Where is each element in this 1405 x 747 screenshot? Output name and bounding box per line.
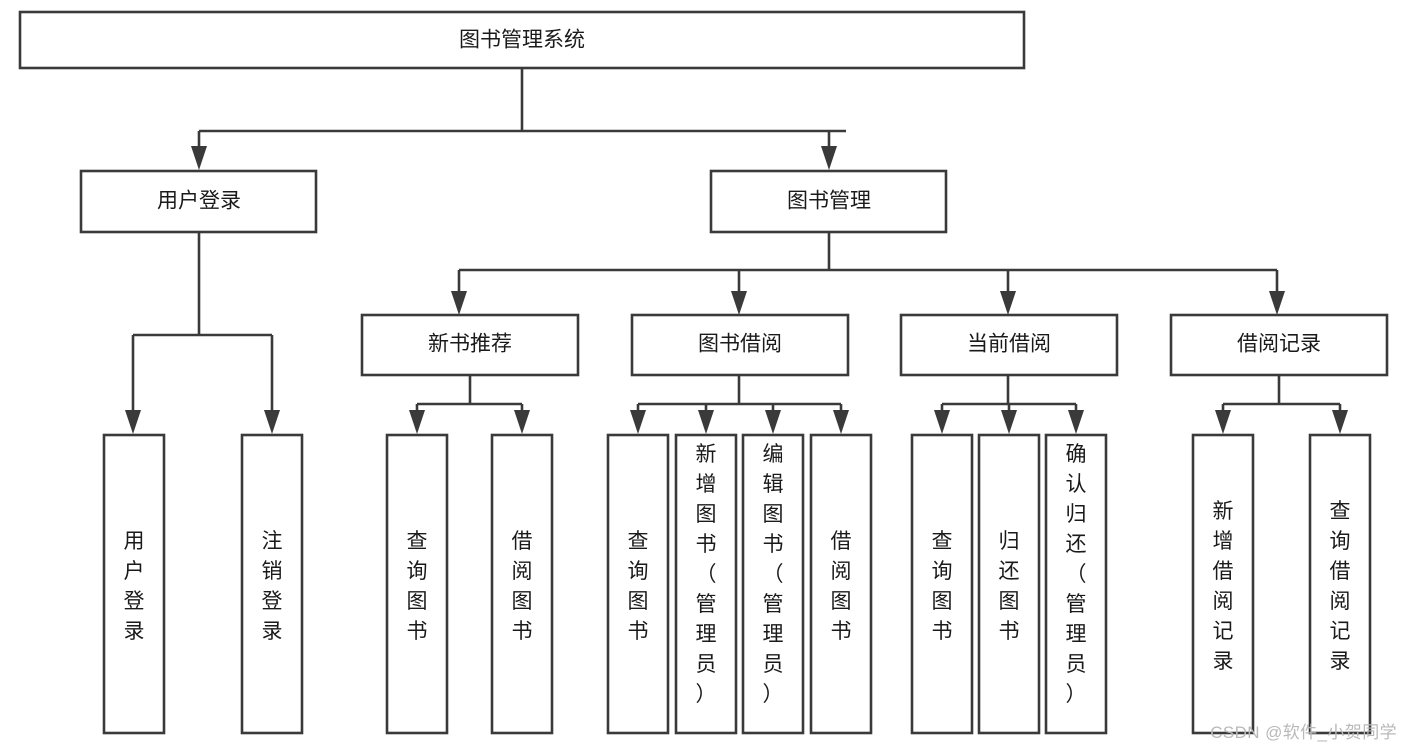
node-book-borrow[interactable]: 图书借阅 xyxy=(630,313,850,377)
node-leaf-user-login-box[interactable] xyxy=(102,433,166,735)
arrow-head-current-borrow xyxy=(1000,291,1016,315)
node-leaf-query-book-2-box[interactable] xyxy=(606,433,670,735)
node-leaf-borrow-book-2-box[interactable] xyxy=(809,433,873,735)
arrow-head-query-book-3 xyxy=(934,410,950,434)
node-leaf-query-book-1[interactable]: 查询图书 xyxy=(385,433,449,735)
node-leaf-borrow-book-1-label: 借阅图书 xyxy=(512,530,533,643)
node-leaf-query-book-2[interactable]: 查询图书 xyxy=(606,433,670,735)
node-leaf-confirm-return[interactable]: 确认归还（管理员） xyxy=(1044,433,1108,735)
arrow-head-new-book-rec xyxy=(451,291,467,315)
node-root-label: 图书管理系统 xyxy=(459,29,585,52)
node-book-borrow-box[interactable] xyxy=(630,313,850,377)
node-new-book-rec[interactable]: 新书推荐 xyxy=(360,313,580,377)
arrow-head-book-borrow xyxy=(731,291,747,315)
node-leaf-edit-book-label: 编辑图书（管理员） xyxy=(763,443,784,706)
arrow-head-book-manage xyxy=(821,146,837,170)
node-leaf-edit-book[interactable]: 编辑图书（管理员） xyxy=(741,433,805,735)
edge-layer xyxy=(125,68,1348,434)
node-leaf-query-record-box[interactable] xyxy=(1308,433,1372,735)
arrow-head-add-book xyxy=(698,410,714,434)
node-borrow-record[interactable]: 借阅记录 xyxy=(1169,313,1389,377)
node-user-login[interactable]: 用户登录 xyxy=(79,169,318,234)
node-book-borrow-label: 图书借阅 xyxy=(698,333,782,356)
node-leaf-query-record-label: 查询借阅记录 xyxy=(1330,500,1351,673)
node-leaf-add-book-box[interactable] xyxy=(674,433,738,735)
node-leaf-query-record[interactable]: 查询借阅记录 xyxy=(1308,433,1372,735)
arrow-head-borrow-book-1 xyxy=(514,410,530,434)
arrow-head-query-book-2 xyxy=(630,410,646,434)
node-book-manage-box[interactable] xyxy=(709,169,948,234)
node-new-book-rec-label: 新书推荐 xyxy=(428,333,512,356)
node-leaf-query-book-2-label: 查询图书 xyxy=(628,530,649,643)
arrow-head-confirm-return xyxy=(1068,410,1084,434)
node-leaf-add-record-label: 新增借阅记录 xyxy=(1213,500,1234,673)
arrow-head-add-record xyxy=(1215,410,1231,434)
node-borrow-record-label: 借阅记录 xyxy=(1237,333,1321,356)
node-leaf-query-book-3-box[interactable] xyxy=(910,433,974,735)
node-leaf-return-book-box[interactable] xyxy=(977,433,1041,735)
node-new-book-rec-box[interactable] xyxy=(360,313,580,377)
arrow-head-borrow-book-2 xyxy=(833,410,849,434)
arrow-head-return-book xyxy=(1001,410,1017,434)
node-leaf-query-book-3-label: 查询图书 xyxy=(932,530,953,643)
node-leaf-borrow-book-2-label: 借阅图书 xyxy=(831,530,852,643)
node-leaf-user-logout-label: 注销登录 xyxy=(262,530,283,643)
node-root[interactable]: 图书管理系统 xyxy=(18,10,1026,70)
node-leaf-borrow-book-1-box[interactable] xyxy=(490,433,554,735)
node-leaf-user-logout-box[interactable] xyxy=(240,433,304,735)
node-borrow-record-box[interactable] xyxy=(1169,313,1389,377)
arrow-head-user-login xyxy=(191,146,207,170)
node-leaf-edit-book-box[interactable] xyxy=(741,433,805,735)
node-leaf-query-book-3[interactable]: 查询图书 xyxy=(910,433,974,735)
arrow-head-borrow-record xyxy=(1269,291,1285,315)
node-leaf-add-book-label: 新增图书（管理员） xyxy=(696,443,717,706)
node-leaf-return-book[interactable]: 归还图书 xyxy=(977,433,1041,735)
arrow-head-leaf-user-login xyxy=(125,410,141,434)
node-leaf-add-book[interactable]: 新增图书（管理员） xyxy=(674,433,738,735)
node-leaf-confirm-return-label: 确认归还（管理员） xyxy=(1066,443,1087,706)
node-book-manage-label: 图书管理 xyxy=(787,190,871,213)
node-leaf-query-book-1-label: 查询图书 xyxy=(407,530,428,643)
node-book-manage[interactable]: 图书管理 xyxy=(709,169,948,234)
node-leaf-add-record[interactable]: 新增借阅记录 xyxy=(1191,433,1255,735)
node-leaf-borrow-book-1[interactable]: 借阅图书 xyxy=(490,433,554,735)
node-leaf-user-login[interactable]: 用户登录 xyxy=(102,433,166,735)
node-current-borrow-label: 当前借阅 xyxy=(967,333,1051,356)
node-leaf-confirm-return-box[interactable] xyxy=(1044,433,1108,735)
node-current-borrow[interactable]: 当前借阅 xyxy=(899,313,1119,377)
node-leaf-add-record-box[interactable] xyxy=(1191,433,1255,735)
arrow-head-leaf-user-logout xyxy=(264,410,280,434)
node-leaf-user-logout[interactable]: 注销登录 xyxy=(240,433,304,735)
node-current-borrow-box[interactable] xyxy=(899,313,1119,377)
node-leaf-return-book-label: 归还图书 xyxy=(999,530,1020,643)
node-leaf-query-book-1-box[interactable] xyxy=(385,433,449,735)
arrow-head-query-record xyxy=(1332,410,1348,434)
node-leaf-borrow-book-2[interactable]: 借阅图书 xyxy=(809,433,873,735)
arrow-head-query-book-1 xyxy=(409,410,425,434)
node-leaf-user-login-label: 用户登录 xyxy=(124,530,145,643)
node-root-box[interactable] xyxy=(18,10,1026,70)
node-user-login-label: 用户登录 xyxy=(157,190,241,213)
node-user-login-box[interactable] xyxy=(79,169,318,234)
arrow-head-edit-book xyxy=(765,410,781,434)
